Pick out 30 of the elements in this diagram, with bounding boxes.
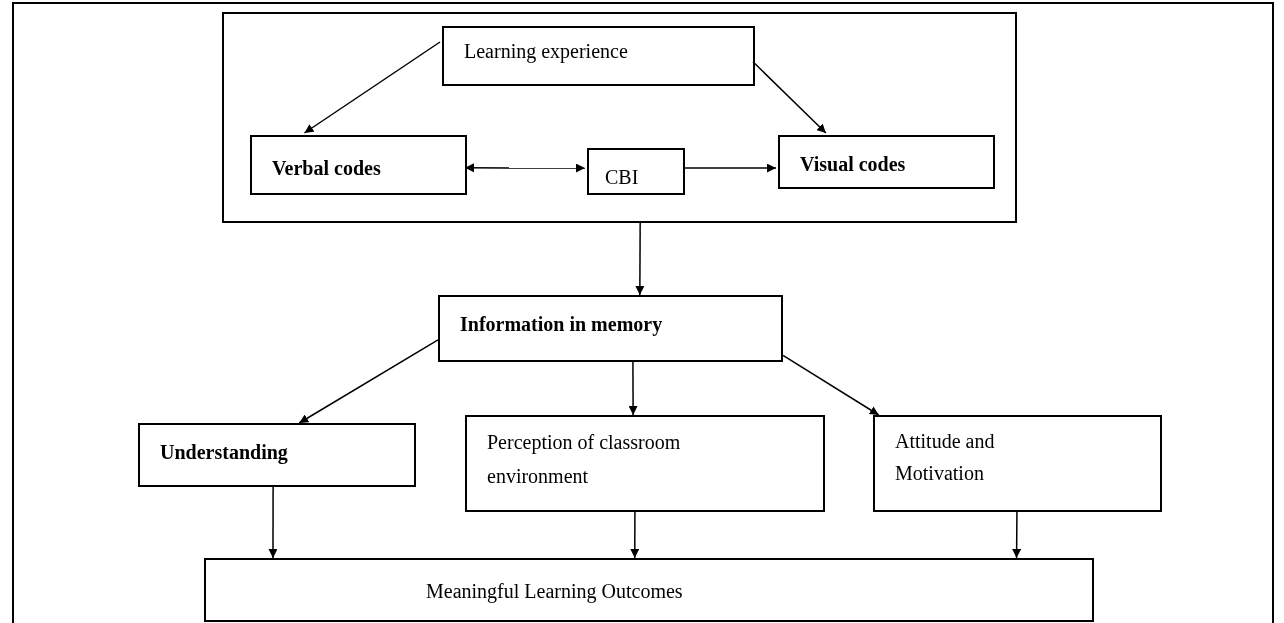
process-box [138, 423, 416, 487]
arrow [782, 354, 880, 416]
box-label: Meaningful Learning Outcomes [426, 579, 684, 605]
box-label: Visual codes [800, 152, 907, 177]
process-box [438, 295, 783, 362]
arrow [628, 361, 638, 416]
arrow [1012, 511, 1022, 559]
box-label: Understanding [160, 440, 289, 466]
process-box [442, 26, 755, 86]
process-box [204, 558, 1094, 622]
arrow [635, 222, 645, 296]
arrow [268, 486, 278, 559]
box-label: Verbal codes [272, 156, 382, 181]
process-box [587, 148, 685, 195]
group-frame [222, 12, 1017, 223]
box-label: CBI [605, 165, 640, 190]
process-box [873, 415, 1162, 512]
arrow [682, 163, 777, 173]
box-label: Information in memory [460, 312, 664, 338]
box-label: Perception of classroom environment [487, 430, 682, 489]
arrow [630, 511, 640, 559]
arrow [464, 163, 586, 173]
process-box [250, 135, 467, 195]
arrow [752, 61, 827, 134]
process-box [465, 415, 825, 512]
box-label: Attitude and Motivation [895, 429, 996, 486]
process-box [778, 135, 995, 189]
arrow [303, 41, 441, 134]
box-label: Learning experience [464, 39, 629, 65]
arrow [298, 339, 439, 424]
